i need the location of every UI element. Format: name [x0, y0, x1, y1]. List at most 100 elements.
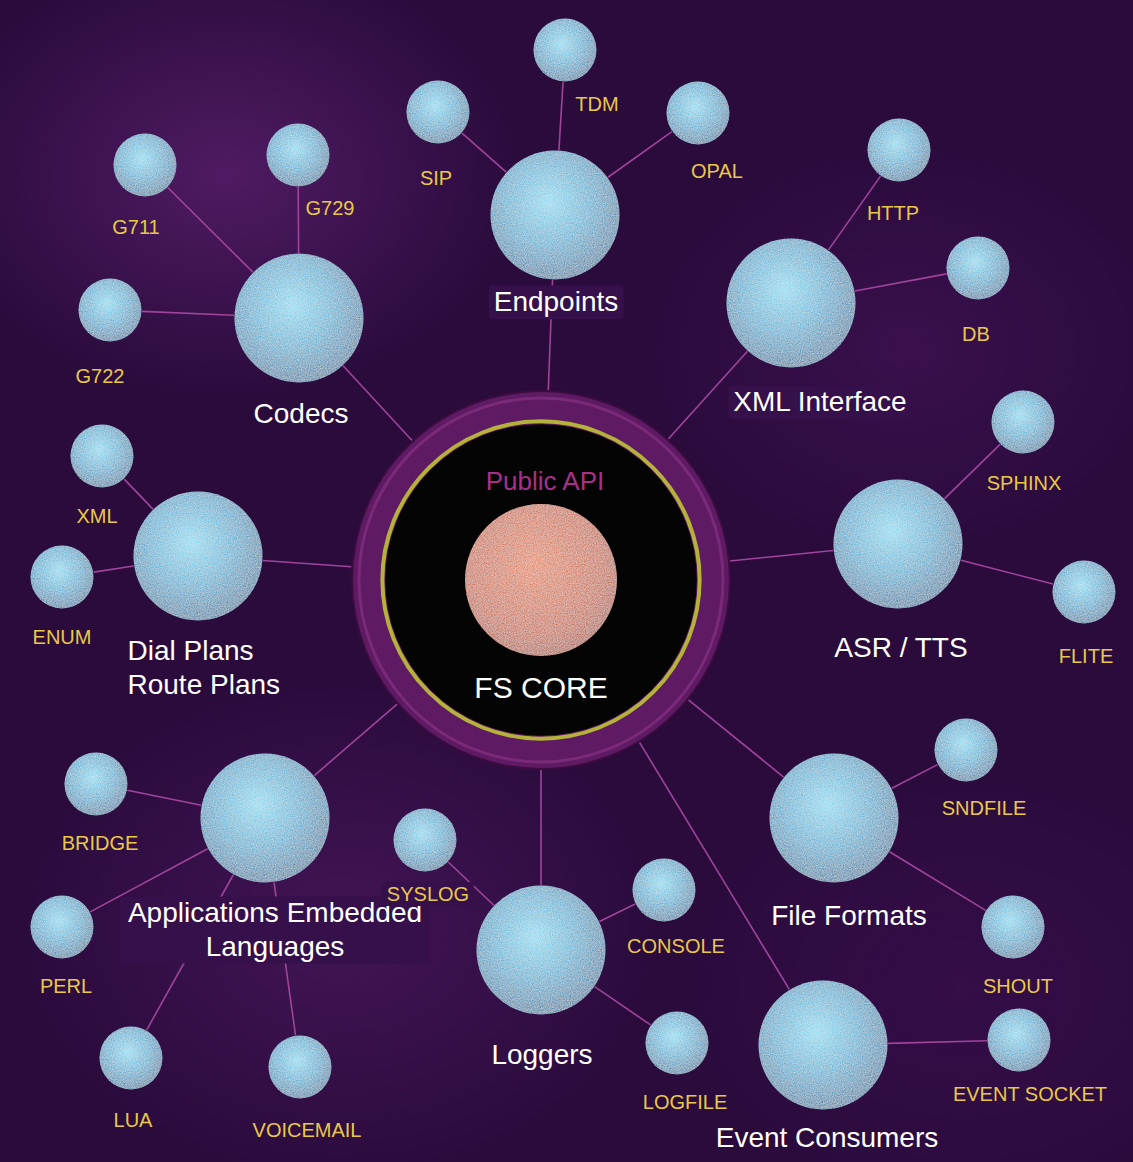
module-circle: G729	[266, 123, 330, 187]
connector-line	[124, 479, 153, 509]
connector-line	[730, 551, 833, 561]
core-disc	[385, 424, 697, 736]
sphere-fill	[267, 124, 330, 187]
sphere	[946, 236, 1010, 300]
sphere	[533, 18, 597, 82]
sphere-fill	[31, 896, 94, 959]
sphere-fill	[633, 859, 696, 922]
sphere	[266, 123, 330, 187]
module-circle: VOICEMAIL	[268, 1035, 332, 1099]
sphere-fill	[407, 81, 470, 144]
sphere-fill	[394, 809, 457, 872]
module-label: SYSLOG	[382, 882, 474, 906]
connector-line	[892, 765, 938, 789]
module-circle: FLITE	[1052, 560, 1116, 624]
module-circle: OPAL	[666, 81, 730, 145]
sphere-fill	[947, 237, 1010, 300]
sphere	[393, 808, 457, 872]
sphere	[769, 753, 899, 883]
connector-line	[297, 187, 299, 253]
connector-line	[595, 987, 651, 1025]
sphere-fill	[992, 391, 1055, 454]
sphere-fill	[935, 719, 998, 782]
core-label: Public API	[486, 466, 605, 497]
module-group-circle: Event Consumers	[758, 980, 888, 1110]
api-ring	[352, 391, 730, 769]
module-group-circle: XML Interface	[726, 238, 856, 368]
module-circle: SPHINX	[991, 390, 1055, 454]
connector-line	[559, 82, 563, 150]
ring-edge	[382, 421, 699, 738]
sphere	[1052, 560, 1116, 624]
sphere	[133, 491, 263, 621]
sphere	[632, 858, 696, 922]
sphere	[268, 1035, 332, 1099]
connector-line	[961, 560, 1053, 584]
group-label: Applications Embedded Languages	[120, 896, 430, 963]
module-label: G722	[76, 364, 125, 388]
core-ball	[465, 504, 617, 656]
group-label: ASR / TTS	[834, 631, 967, 665]
sphere	[645, 1011, 709, 1075]
module-label: ENUM	[33, 625, 92, 649]
sphere-fill	[114, 134, 177, 197]
sphere	[30, 895, 94, 959]
group-label: File Formats	[771, 899, 927, 933]
sphere-fill	[477, 886, 606, 1015]
sphere	[867, 118, 931, 182]
sphere-fill	[727, 239, 856, 368]
sphere-fill	[269, 1036, 332, 1099]
module-circle: TDM	[533, 18, 597, 82]
sphere-fill	[65, 753, 128, 816]
module-circle: HTTP	[867, 118, 931, 182]
group-label: Dial Plans Route Plans	[128, 634, 313, 701]
sphere	[726, 238, 856, 368]
sphere	[987, 1008, 1051, 1072]
core-label: FS CORE	[474, 670, 607, 706]
module-group-circle: Codecs	[234, 253, 364, 383]
sphere	[78, 278, 142, 342]
module-circle: G711	[113, 133, 177, 197]
module-label: DB	[962, 322, 990, 346]
connector-line	[142, 311, 234, 315]
connector-line	[168, 188, 253, 273]
sphere	[30, 545, 94, 609]
module-label: SNDFILE	[942, 796, 1026, 820]
module-label: SHOUT	[983, 974, 1053, 998]
group-label: Endpoints	[489, 285, 624, 319]
connector-line	[314, 704, 397, 775]
sphere	[234, 253, 364, 383]
module-circle: SYSLOG	[393, 808, 457, 872]
sphere	[490, 150, 620, 280]
group-label: Event Consumers	[716, 1121, 939, 1155]
sphere	[200, 753, 330, 883]
core-rings	[351, 390, 731, 770]
module-group-circle: Endpoints	[490, 150, 620, 280]
sphere-fill	[71, 425, 134, 488]
sphere-fill	[201, 754, 330, 883]
module-circle: LUA	[99, 1026, 163, 1090]
group-label: Codecs	[254, 397, 349, 431]
module-label: VOICEMAIL	[253, 1118, 362, 1142]
sphere-fill	[988, 1009, 1051, 1072]
module-label: OPAL	[691, 159, 743, 183]
sphere-fill	[491, 151, 620, 280]
module-label: LOGFILE	[643, 1090, 727, 1114]
sphere-fill	[534, 19, 597, 82]
module-label: HTTP	[867, 201, 919, 225]
module-circle: BRIDGE	[64, 752, 128, 816]
module-circle: LOGFILE	[645, 1011, 709, 1075]
module-circle: SIP	[406, 80, 470, 144]
module-circle: CONSOLE	[632, 858, 696, 922]
sphere-fill	[646, 1012, 709, 1075]
module-label: SPHINX	[987, 471, 1061, 495]
module-label: EVENT SOCKET	[953, 1082, 1107, 1106]
ring-band	[359, 398, 723, 762]
module-circle: SNDFILE	[934, 718, 998, 782]
connector-line	[855, 274, 947, 291]
module-label: TDM	[575, 92, 618, 116]
module-group-circle: Loggers	[476, 885, 606, 1015]
sphere	[406, 80, 470, 144]
